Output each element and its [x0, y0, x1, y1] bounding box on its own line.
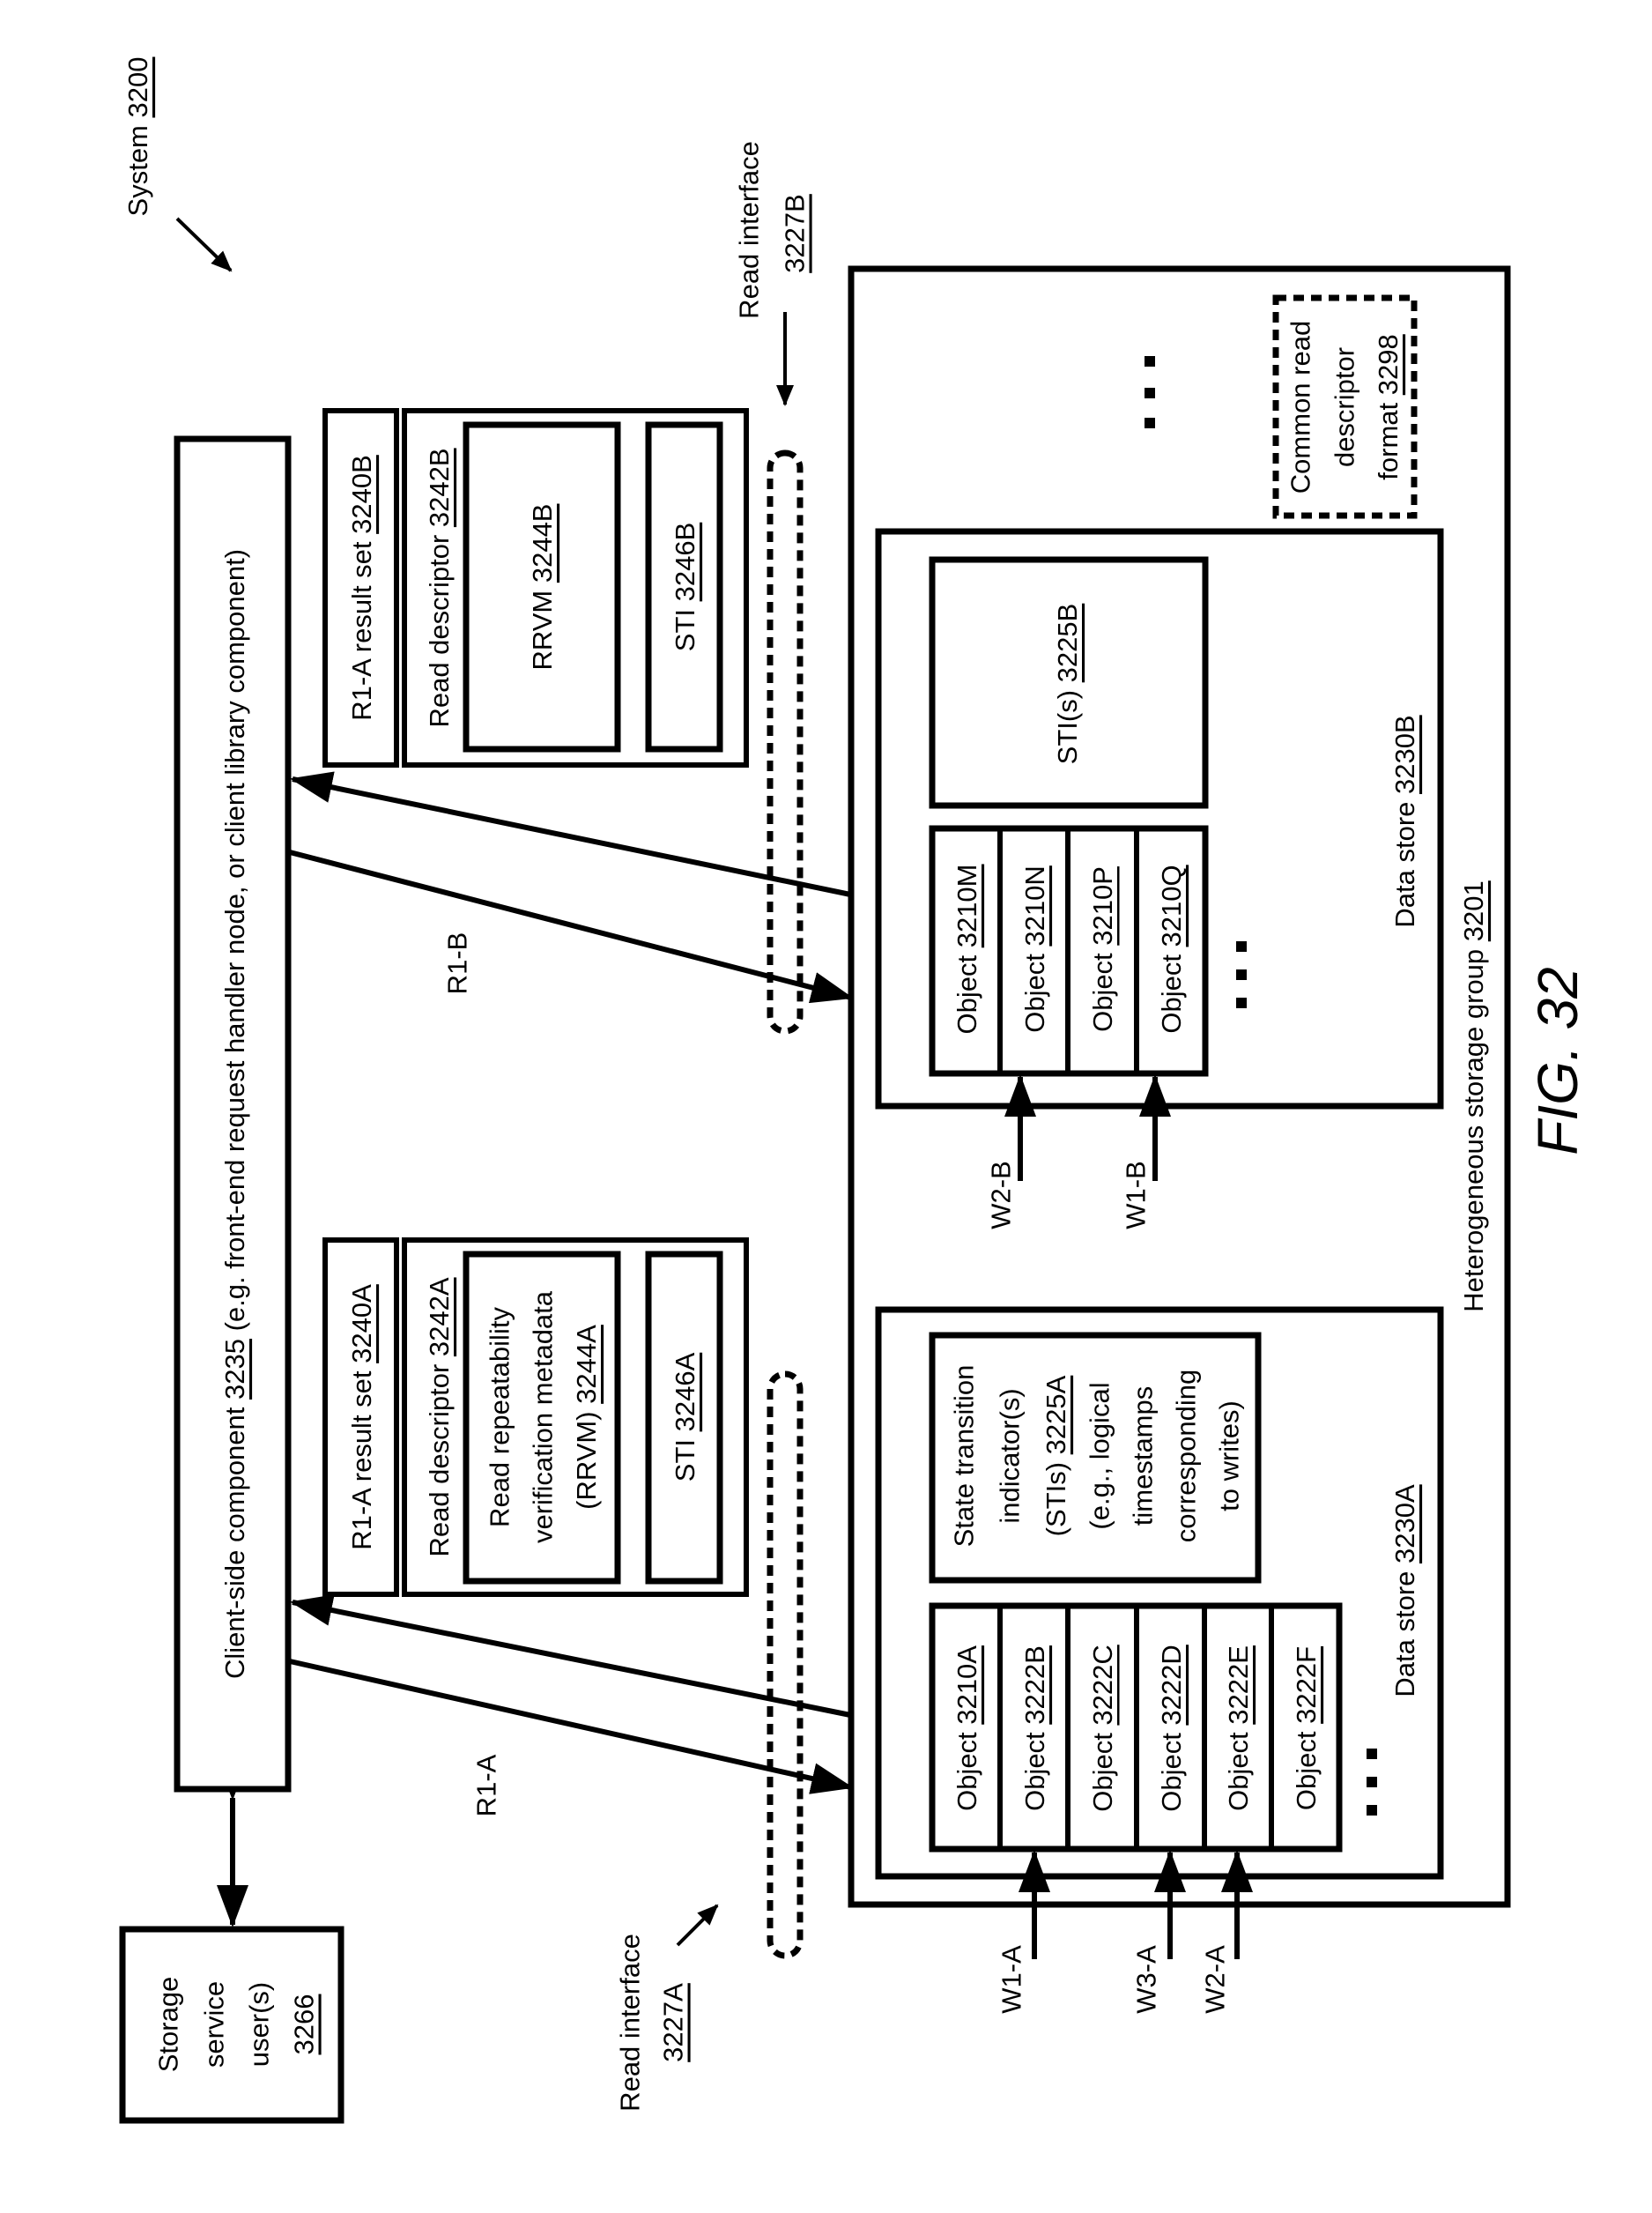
svg-text:(RRVM) 3244A: (RRVM) 3244A — [571, 1325, 602, 1510]
read-interface-b-ref: 3227B — [780, 194, 811, 273]
read-interface-b-label: Read interface — [734, 141, 765, 319]
svg-text:to writes): to writes) — [1214, 1400, 1245, 1511]
object-3222d: Object 3222D — [1156, 1645, 1187, 1812]
read-interface-a-pointer — [678, 1905, 717, 1945]
rrvm-3244a: Read repeatability verification metadata… — [466, 1254, 618, 1581]
svg-text:Common read: Common read — [1285, 321, 1316, 494]
storage-user-line: Storage — [153, 1977, 184, 2073]
svg-text:Data store 3230A: Data store 3230A — [1389, 1484, 1420, 1697]
storage-user-line: service — [199, 1981, 230, 2068]
svg-text:verification metadata: verification metadata — [528, 1290, 559, 1543]
result-set-3240a: R1-A result set 3240A — [325, 1240, 396, 1594]
object-3210p: Object 3210P — [1087, 866, 1118, 1032]
r1b-label: R1-B — [442, 932, 473, 995]
svg-text:descriptor: descriptor — [1330, 347, 1360, 467]
read-interface-a-ref: 3227A — [658, 1983, 689, 2062]
write-label-w3a: W3-A — [1131, 1945, 1162, 2014]
storage-user-ref: 3266 — [289, 1994, 320, 2055]
svg-text:(STIs) 3225A: (STIs) 3225A — [1041, 1375, 1071, 1536]
object-3210m: Object 3210M — [952, 864, 982, 1034]
svg-text:corresponding: corresponding — [1171, 1370, 1202, 1542]
data-store-3230b: Data store 3230B STI(s) 3225B Object 321… — [878, 531, 1441, 1106]
write-label-w1b: W1-B — [1121, 1161, 1152, 1229]
object-list-b: Object 3210M Object 3210N Object 3210P O… — [932, 828, 1205, 1073]
object-3222e: Object 3222E — [1223, 1645, 1254, 1811]
object-3222c: Object 3222C — [1087, 1645, 1118, 1812]
write-label-w2b: W2-B — [986, 1161, 1017, 1229]
svg-text:R1-A result set 3240B: R1-A result set 3240B — [346, 455, 377, 721]
system-pointer-arrow — [177, 219, 231, 271]
write-label-w1a: W1-A — [996, 1945, 1027, 2014]
read-interface-3227b — [770, 453, 800, 1031]
sti-3246b: STI 3246B — [648, 425, 720, 749]
object-list-a: Object 3210A Object 3222B Object 3222C O… — [932, 1606, 1339, 1849]
svg-text:STI 3246A: STI 3246A — [670, 1352, 700, 1482]
storage-service-users-box: Storage service user(s) 3266 — [122, 1929, 341, 2120]
svg-text:Read repeatability: Read repeatability — [485, 1307, 515, 1527]
r1b-request-arrow — [290, 852, 851, 998]
svg-text:STI(s) 3225B: STI(s) 3225B — [1052, 604, 1083, 765]
result-set-3240b: R1-A result set 3240B — [325, 411, 396, 765]
sti-3225a: State transition indicator(s) (STIs) 322… — [932, 1335, 1258, 1580]
figure-label: FIG. 32 — [1526, 967, 1589, 1155]
ellipsis-icon — [1236, 941, 1247, 1008]
object-3222b: Object 3222B — [1019, 1645, 1050, 1811]
r1a-label: R1-A — [471, 1754, 502, 1816]
storage-user-line: user(s) — [244, 1982, 275, 2067]
svg-text:Heterogeneous storage group 32: Heterogeneous storage group 3201 — [1458, 880, 1489, 1311]
svg-text:Read descriptor 3242B: Read descriptor 3242B — [424, 448, 455, 727]
read-descriptor-3242b: Read descriptor 3242B RRVM 3244B STI 324… — [404, 411, 746, 765]
svg-text:indicator(s): indicator(s) — [995, 1388, 1026, 1523]
svg-text:format 3298: format 3298 — [1373, 334, 1404, 479]
write-label-w2a: W2-A — [1200, 1945, 1231, 2014]
rrvm-3244b: RRVM 3244B — [466, 425, 618, 749]
client-side-component-box: Client-side component 3235 (e.g. front-e… — [177, 439, 288, 1789]
read-interface-a-label: Read interface — [615, 1934, 646, 2112]
r1a-request-arrow — [290, 1661, 851, 1787]
read-interface-3227a — [770, 1374, 800, 1956]
svg-text:(e.g., logical: (e.g., logical — [1085, 1382, 1115, 1529]
svg-text:Data store 3230B: Data store 3230B — [1389, 715, 1420, 927]
read-descriptor-3242a: Read descriptor 3242A Read repeatability… — [404, 1240, 746, 1594]
client-side-component-label: Client-side component 3235 (e.g. front-e… — [219, 549, 250, 1679]
svg-text:Read descriptor 3242A: Read descriptor 3242A — [424, 1277, 455, 1556]
sti-3225b: STI(s) 3225B — [932, 560, 1205, 806]
object-3210a: Object 3210A — [952, 1645, 982, 1811]
object-3222f: Object 3222F — [1291, 1646, 1322, 1810]
sti-3246a: STI 3246A — [648, 1254, 720, 1581]
object-3210n: Object 3210N — [1019, 865, 1050, 1033]
ellipsis-icon — [1367, 1749, 1377, 1816]
svg-text:RRVM 3244B: RRVM 3244B — [527, 504, 558, 671]
svg-text:State transition: State transition — [949, 1365, 980, 1548]
object-3210q: Object 3210Q — [1156, 865, 1187, 1033]
system-label: System 3200 — [122, 57, 153, 217]
data-store-3230a: Data store 3230A State transition indica… — [878, 1310, 1441, 1876]
svg-text:STI 3246B: STI 3246B — [670, 523, 700, 651]
svg-text:R1-A result set 3240A: R1-A result set 3240A — [346, 1284, 377, 1550]
svg-text:timestamps: timestamps — [1128, 1386, 1159, 1526]
